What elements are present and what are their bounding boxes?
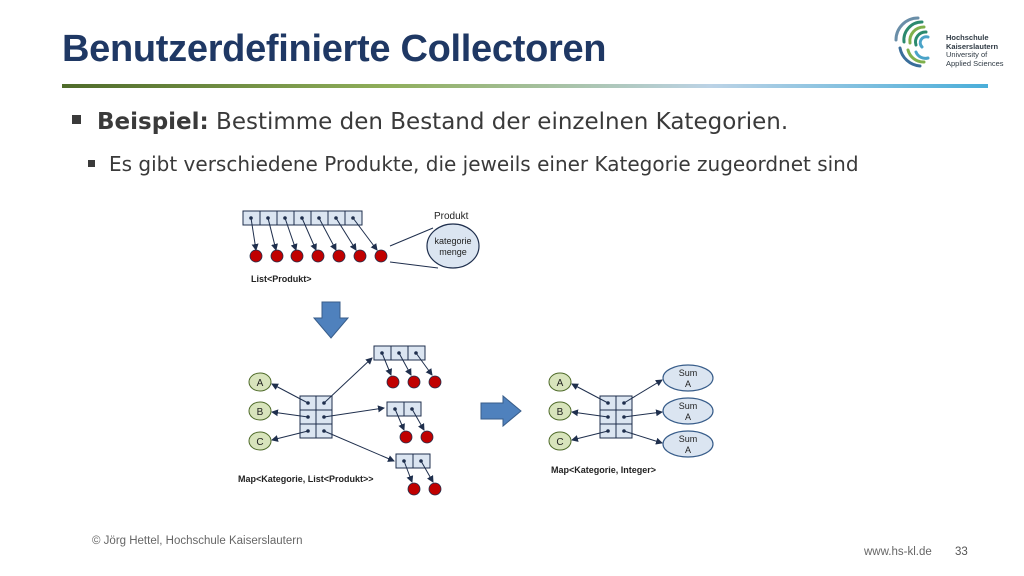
map1-label: Map<Kategorie, List<Produkt>> bbox=[238, 474, 374, 484]
key-node-a-2 bbox=[548, 372, 572, 392]
sum-node-2-line1: Sum bbox=[679, 401, 698, 411]
sum-node-2-line2: A bbox=[685, 412, 691, 422]
sum-node-3-line2: A bbox=[685, 445, 691, 455]
key-label-a-2: A bbox=[557, 378, 564, 389]
bullet-text: Es gibt verschiedene Produkte, die jewei… bbox=[109, 152, 859, 176]
product-field-kategorie: kategorie bbox=[434, 236, 471, 246]
key-node-a bbox=[248, 372, 272, 392]
key-node-b-2 bbox=[548, 401, 572, 421]
product-object bbox=[426, 223, 480, 269]
key-node-c bbox=[248, 431, 272, 451]
footer-copyright: © Jörg Hettel, Hochschule Kaiserslautern bbox=[92, 535, 303, 547]
sum-node-1-line1: Sum bbox=[679, 368, 698, 378]
list-pointers bbox=[250, 217, 378, 251]
key-label-a: A bbox=[257, 378, 264, 389]
logo-line-3: University of bbox=[946, 50, 988, 59]
key-label-c: C bbox=[256, 437, 263, 448]
down-arrow-icon bbox=[312, 301, 350, 339]
logo-text: Hochschule Kaiserslautern University of … bbox=[946, 33, 1004, 68]
bullet-text: Bestimme den Bestand der einzelnen Kateg… bbox=[208, 109, 789, 135]
university-logo-icon bbox=[894, 16, 930, 68]
list-label: List<Produkt> bbox=[251, 274, 312, 284]
bullet-level-2: Es gibt verschiedene Produkte, die jewei… bbox=[88, 152, 859, 176]
right-arrow-icon bbox=[480, 394, 522, 428]
logo-line-4: Applied Sciences bbox=[946, 58, 1004, 68]
key-node-b bbox=[248, 401, 272, 421]
product-nodes bbox=[249, 249, 388, 263]
key-label-b-2: B bbox=[557, 407, 564, 418]
bullet-level-1: Beispiel: Bestimme den Bestand der einze… bbox=[72, 109, 788, 135]
key-node-c-2 bbox=[548, 431, 572, 451]
logo-line-2: Kaiserslautern bbox=[946, 41, 999, 51]
map2-label: Map<Kategorie, Integer> bbox=[551, 465, 656, 475]
sum-node-3 bbox=[662, 430, 714, 458]
key-label-c-2: C bbox=[556, 437, 563, 448]
square-bullet-icon bbox=[88, 160, 95, 167]
sum-node-3-line1: Sum bbox=[679, 434, 698, 444]
slide-title: Benutzerdefinierte Collectoren bbox=[62, 28, 607, 70]
square-bullet-icon bbox=[72, 115, 81, 124]
sum-node-1-line2: A bbox=[685, 379, 691, 389]
page-number: 33 bbox=[955, 546, 968, 558]
product-label: Produkt bbox=[434, 211, 469, 222]
key-label-b: B bbox=[257, 407, 264, 418]
product-field-menge: menge bbox=[439, 247, 467, 257]
footer-url: www.hs-kl.de bbox=[864, 546, 932, 558]
logo-line-1: Hochschule bbox=[946, 33, 989, 42]
bullet-label: Beispiel: bbox=[97, 109, 209, 135]
title-underline bbox=[62, 84, 988, 88]
sum-node-2 bbox=[662, 397, 714, 425]
sum-node-1 bbox=[662, 364, 714, 392]
